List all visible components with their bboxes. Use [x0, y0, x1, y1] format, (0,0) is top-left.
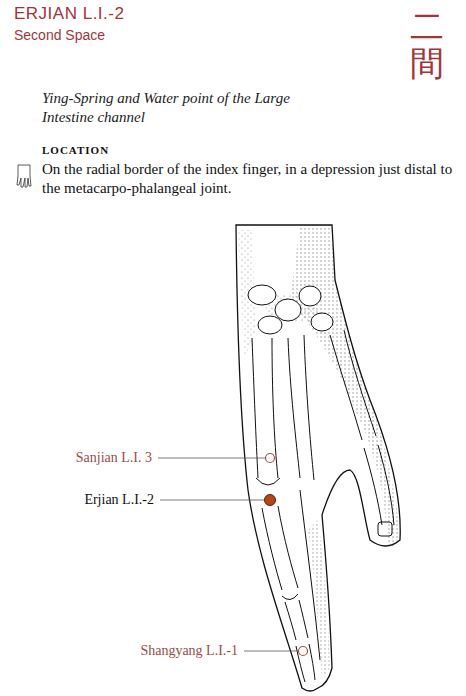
carpal-bone	[248, 285, 276, 305]
bone-edge	[304, 335, 314, 480]
shading	[308, 520, 330, 680]
acupoint-marker	[299, 647, 308, 656]
leader-line	[158, 458, 265, 459]
carpal-bone	[258, 316, 282, 334]
leader-line	[160, 500, 264, 501]
section-heading: LOCATION	[42, 144, 109, 156]
subtitle: Second Space	[14, 27, 105, 43]
bone-head	[256, 478, 280, 485]
carpal-bone	[311, 313, 333, 331]
bone-edge	[299, 600, 308, 638]
point-label: Shangyang L.I.-1	[140, 643, 238, 659]
bone-edge	[364, 448, 382, 525]
bone-edge	[252, 338, 258, 478]
carpal-bone	[299, 286, 321, 306]
shading	[290, 225, 400, 548]
point-category: Ying-Spring and Water point of the Large…	[42, 89, 342, 127]
acupoint-marker	[265, 495, 276, 506]
point-label: Sanjian L.I. 3	[76, 450, 152, 466]
bone-edge	[285, 602, 296, 640]
acupoint-marker	[266, 454, 275, 463]
bone-edge	[378, 445, 394, 525]
hand-icon	[17, 165, 31, 187]
bone-edge	[330, 335, 362, 440]
leader-lines	[158, 458, 298, 651]
location-text: On the radial border of the index finger…	[42, 160, 454, 198]
bone-edge	[288, 338, 300, 478]
hand-icon-outline	[17, 165, 31, 187]
bone-edge	[344, 330, 376, 436]
chinese-name: 二間	[410, 8, 444, 83]
bone-edge	[309, 644, 315, 680]
bone-edge	[262, 508, 282, 590]
carpal-bones	[248, 285, 333, 334]
thumb-nail	[378, 522, 392, 536]
bone-joint	[282, 594, 298, 600]
thumb-bones	[330, 330, 394, 536]
carpal-bone	[275, 299, 301, 321]
index-bones	[252, 335, 320, 682]
bone-edge	[278, 506, 298, 588]
leader-line	[244, 651, 298, 652]
bone-edge	[300, 490, 320, 660]
point-title: ERJIAN L.I.-2	[14, 4, 124, 24]
point-label: Erjian L.I.-2	[84, 492, 154, 508]
